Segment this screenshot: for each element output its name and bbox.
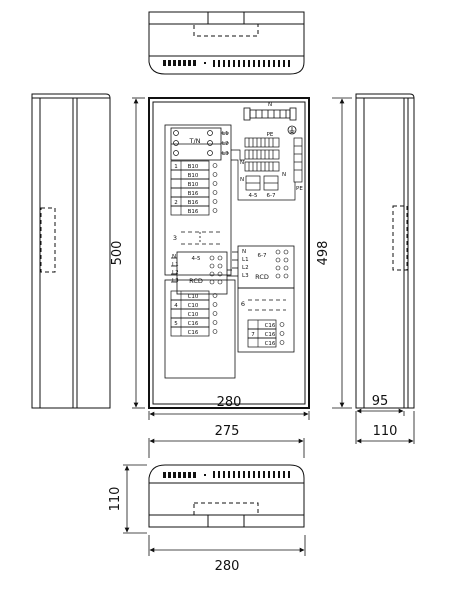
earth-ground-icon — [287, 125, 297, 135]
terminal-screw-icon — [212, 172, 218, 177]
group-67-label: 6-7 — [267, 193, 276, 199]
pe-lower-label: PE — [296, 186, 303, 192]
breaker-row — [170, 326, 210, 337]
nr-label: N — [240, 160, 244, 166]
dimension-lines — [123, 97, 415, 556]
breaker-number: 5 — [174, 321, 178, 327]
rcd-left-l3: L3 — [172, 278, 179, 284]
breaker-label: C16 — [265, 323, 276, 329]
section-6-label: 6 — [241, 300, 245, 308]
left-rcd-block — [164, 251, 236, 379]
breaker-label: B16 — [188, 209, 199, 215]
left-side-view — [31, 93, 111, 409]
dim-bottom-width-outer: 280 — [215, 559, 240, 574]
top-vent-slots — [163, 60, 290, 67]
bottom-vent-slots — [163, 471, 290, 478]
breaker-label: C16 — [265, 341, 276, 347]
rcd-left-l2: L2 — [172, 270, 179, 276]
breaker-label: C10 — [188, 312, 199, 318]
rcd-right-l3: L3 — [242, 273, 249, 279]
rcd-right-l2: L2 — [242, 265, 249, 271]
dim-bottom-depth: 110 — [108, 487, 123, 512]
breaker-label: B16 — [188, 200, 199, 206]
dim-front-height: 500 — [110, 241, 125, 266]
terminal-screw-icon — [212, 190, 218, 195]
dim-depth-outer: 110 — [373, 424, 398, 439]
dim-depth-inner: 95 — [372, 394, 389, 409]
rcd-right-l1: L1 — [242, 257, 249, 263]
rcd-left-group: 4-5 — [192, 256, 201, 262]
dim-bottom-width: 275 — [215, 424, 240, 439]
rcd-left-n: N — [172, 254, 176, 260]
dim-side-height: 498 — [316, 241, 331, 266]
l1-label: L1 — [222, 131, 229, 137]
terminal-screw-icon — [212, 329, 218, 334]
breaker-row — [170, 205, 210, 216]
rcd-left-terminals — [209, 255, 223, 285]
breaker-number: 4 — [174, 303, 178, 309]
group-45-label: 4-5 — [249, 193, 258, 199]
rcd-left-label: RCD — [189, 277, 203, 285]
breaker-number: 7 — [251, 332, 255, 338]
terminal-screw-icon — [212, 199, 218, 204]
breaker-label: C10 — [188, 294, 199, 300]
right-side-view — [355, 93, 415, 409]
terminal-screw-icon — [212, 163, 218, 168]
breaker-label: C16 — [188, 330, 199, 336]
section-3-label: 3 — [173, 234, 177, 242]
tn-label: T/N — [188, 137, 200, 145]
right-lower-panel — [227, 245, 295, 353]
breaker-row — [247, 337, 277, 348]
l2-label: L2 — [222, 141, 229, 147]
pe-label: PE — [267, 132, 274, 138]
terminal-screw-icon — [279, 322, 285, 327]
breaker-label: C10 — [188, 303, 199, 309]
breaker-label: B16 — [188, 191, 199, 197]
n-terminal-bar — [243, 107, 297, 121]
breaker-label: C16 — [265, 332, 276, 338]
n-terminal-label: N — [268, 102, 272, 108]
terminal-screw-icon — [212, 293, 218, 298]
l3-label: L3 — [222, 151, 229, 157]
breaker-label: C16 — [188, 321, 199, 327]
group-terminal-blocks — [245, 175, 279, 191]
rcd-right-n: N — [242, 249, 246, 255]
breaker-number: 2 — [174, 200, 178, 206]
group-n-label: N — [240, 177, 244, 183]
rcd-left-l1: L1 — [172, 262, 179, 268]
top-view — [148, 11, 305, 75]
breaker-label: B10 — [188, 182, 199, 188]
front-view — [148, 97, 310, 409]
breaker-label: B10 — [188, 173, 199, 179]
terminal-screw-icon — [212, 320, 218, 325]
breaker-number: 1 — [174, 164, 178, 170]
section-3-area — [181, 231, 221, 245]
terminal-screw-icon — [212, 311, 218, 316]
terminal-screw-icon — [212, 208, 218, 213]
terminal-screw-icon — [279, 340, 285, 345]
bottom-view — [148, 464, 305, 528]
n-right-label: N — [282, 172, 286, 178]
terminal-screw-icon — [212, 181, 218, 186]
dim-front-width: 280 — [217, 395, 242, 410]
supply-terminals — [173, 130, 213, 156]
rcd-right-terminals — [275, 249, 289, 279]
terminal-screw-icon — [279, 331, 285, 336]
rcd-right-group: 6-7 — [258, 253, 267, 259]
rcd-right-label: RCD — [255, 273, 269, 281]
pe-distribution-bars — [231, 137, 303, 201]
breaker-label: B10 — [188, 164, 199, 170]
terminal-screw-icon — [212, 302, 218, 307]
